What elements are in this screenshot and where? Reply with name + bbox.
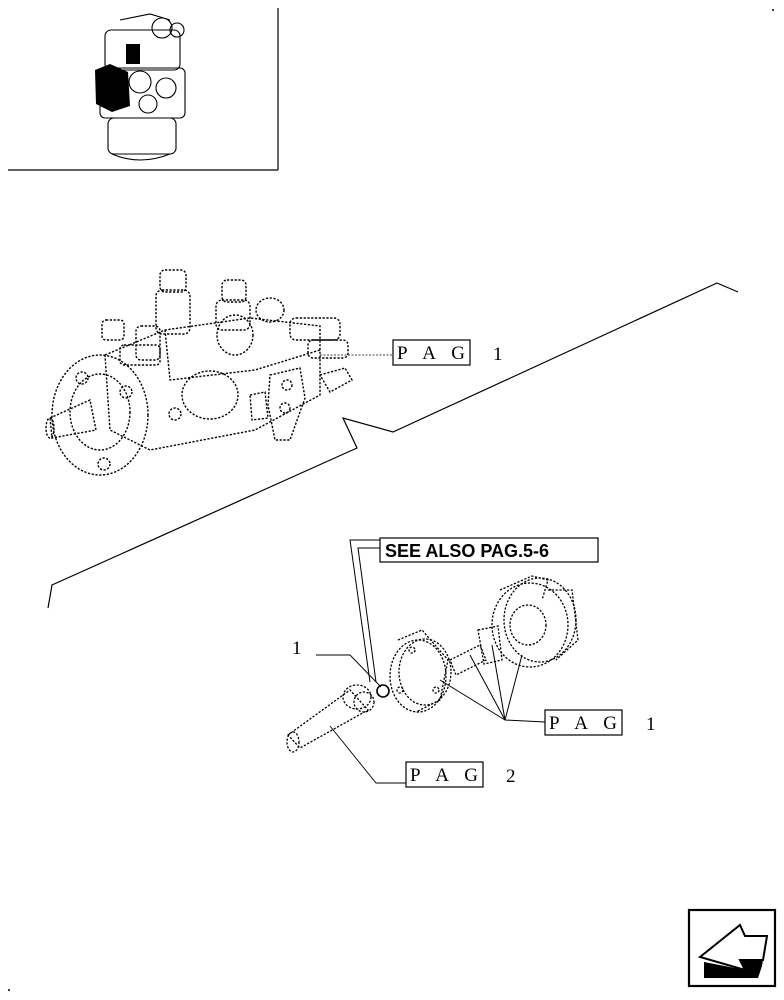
corner-dot (772, 9, 774, 11)
see-also-label[interactable]: SEE ALSO PAG.5-6 (385, 541, 549, 561)
top-pag-box (392, 339, 471, 366)
bottom-leader-line (329, 725, 406, 784)
right-pag-number[interactable]: 1 (646, 714, 656, 735)
top-pag-word[interactable]: P A G (397, 343, 465, 364)
see-also-box (379, 537, 599, 563)
bottom-pag-word[interactable]: P A G (410, 765, 478, 786)
corner-dot (8, 989, 10, 991)
top-pag-number[interactable]: 1 (493, 344, 503, 365)
right-leader-lines (439, 644, 546, 723)
bottom-pag-number[interactable]: 2 (506, 766, 516, 787)
coupling-parts-drawing (286, 575, 579, 753)
break-line (47, 282, 739, 609)
injection-pump-drawing (45, 269, 353, 476)
right-pag-word[interactable]: P A G (549, 713, 617, 734)
next-page-arrow-icon[interactable] (687, 908, 777, 988)
see-also-leader (349, 539, 380, 683)
item-number-label[interactable]: 1 (292, 638, 302, 659)
engine-thumbnail-icon[interactable] (8, 8, 279, 171)
right-pag-box (544, 709, 623, 736)
bottom-pag-box (405, 761, 484, 788)
item-leader-line-2 (349, 654, 382, 688)
